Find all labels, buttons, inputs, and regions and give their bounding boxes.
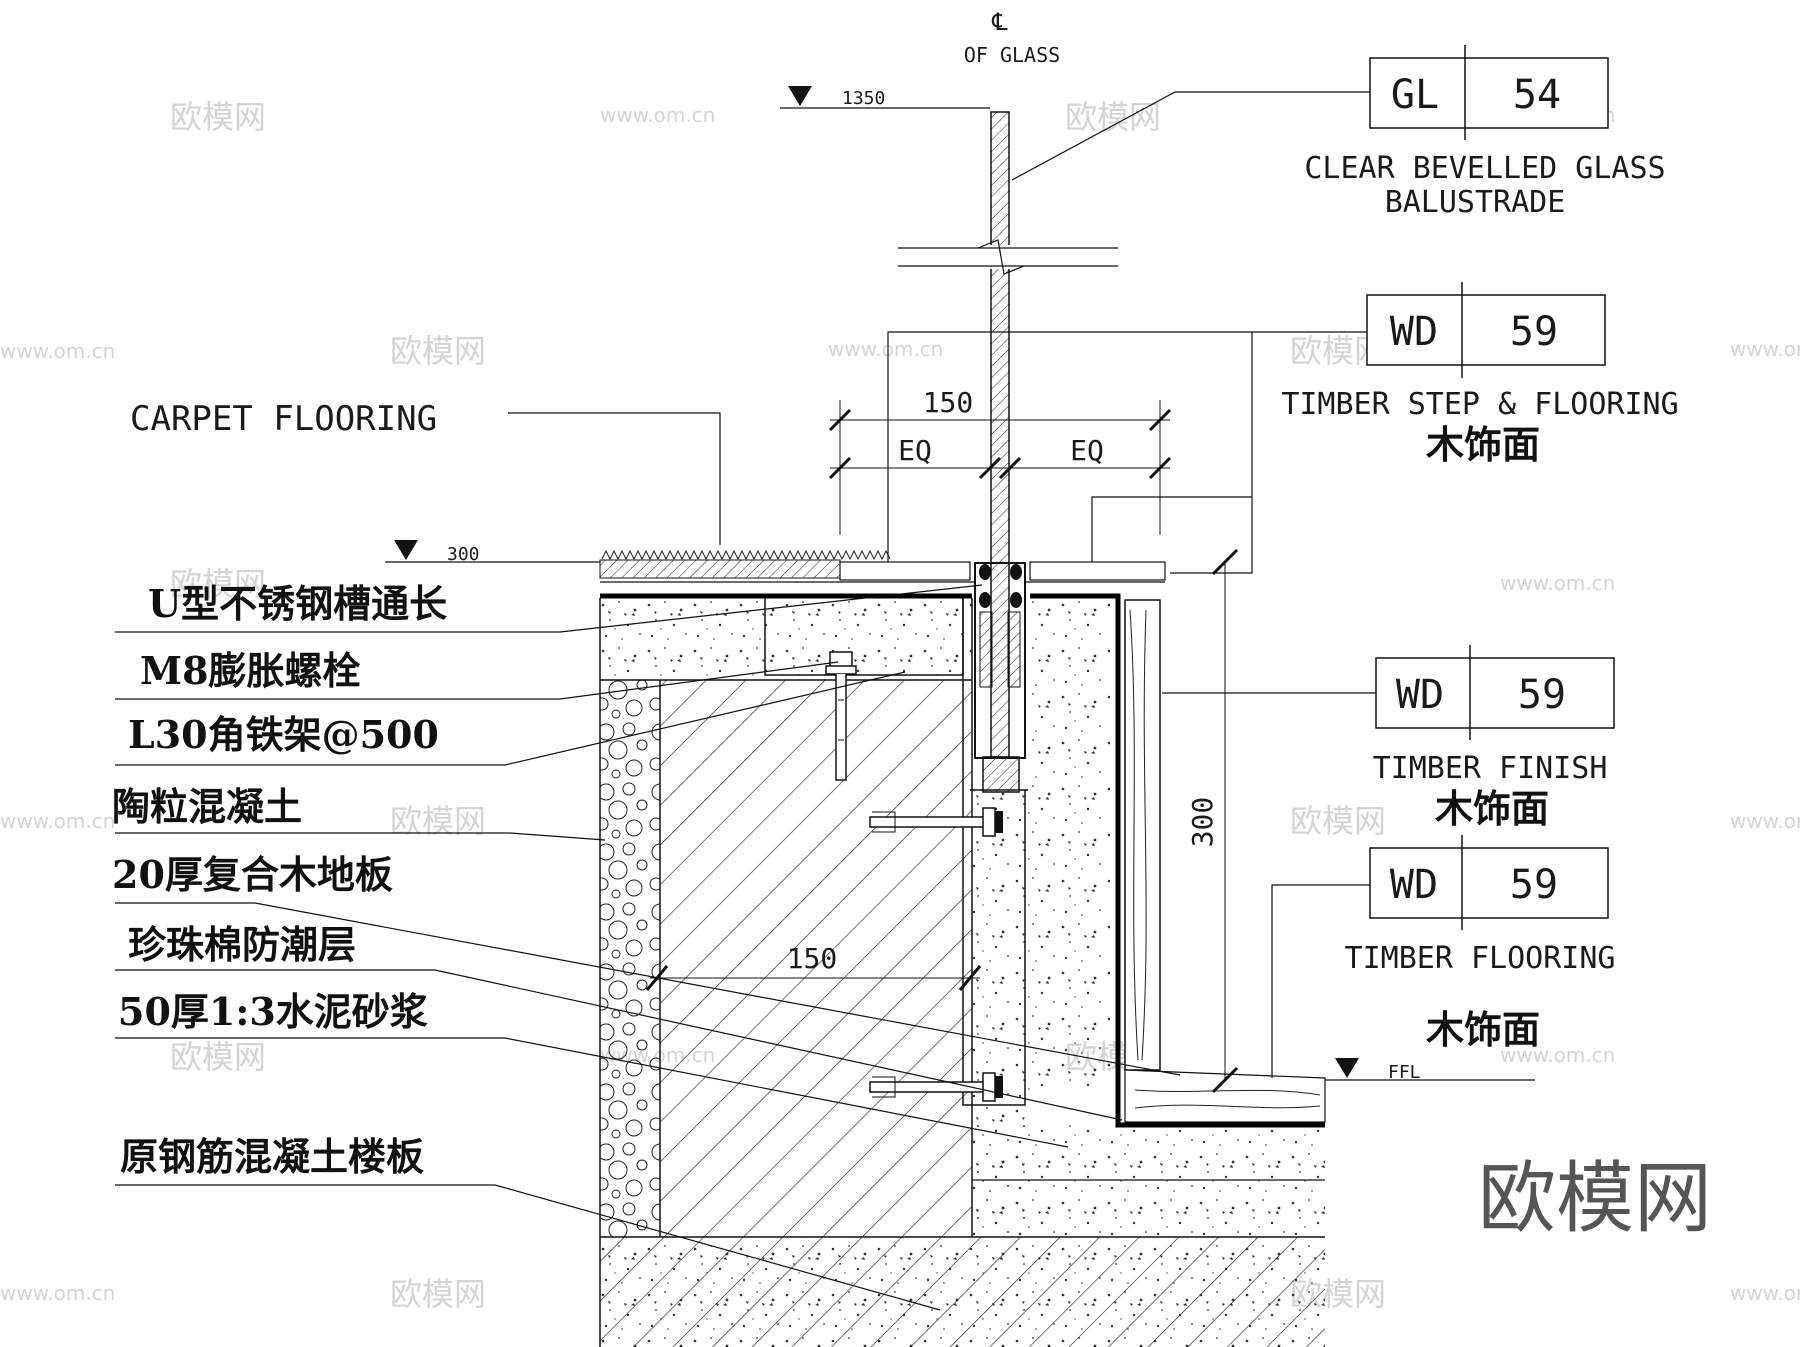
- rc-slab-aggregate: [600, 1237, 1325, 1347]
- glass-setting-block: [982, 756, 1020, 793]
- tag-desc2: BALUSTRADE: [1385, 185, 1566, 220]
- label-angle-bracket: L30角铁架@500: [128, 712, 439, 757]
- level-1350: 1350: [842, 88, 885, 109]
- tag-number: 59: [1510, 309, 1558, 355]
- tag-number: 54: [1513, 72, 1561, 118]
- watermark-url: www.om.cn: [828, 337, 943, 361]
- m8-expansion-bolt-lower: [869, 1072, 1003, 1102]
- tag-code: WD: [1390, 862, 1438, 908]
- watermark-url: www.om.cn: [1500, 571, 1615, 595]
- gasket-icon: [979, 592, 991, 608]
- watermark-small: 欧模网: [390, 1275, 486, 1313]
- watermark-url: www.om.cn: [1500, 1043, 1615, 1067]
- level-300: 300: [447, 544, 480, 565]
- tag-desc-cn: 木饰面: [1426, 1007, 1540, 1052]
- watermark-url: www.om.cn: [600, 103, 715, 127]
- channel-packer-right: [1007, 611, 1021, 688]
- level-ffl: FFL: [1388, 1062, 1421, 1083]
- m8-expansion-bolt-upper: [869, 807, 1003, 837]
- label-composite-floor: 20厚复合木地板: [112, 852, 393, 897]
- timber-step-left: [839, 561, 971, 581]
- dim-eq-left: EQ: [898, 434, 932, 467]
- structure: [599, 111, 1326, 1347]
- dim-inner-150: 150: [787, 942, 838, 975]
- watermark-url: www.om.cn: [0, 339, 115, 363]
- label-cement-mortar: 50厚1:3水泥砂浆: [118, 989, 428, 1034]
- tag-desc: CLEAR BEVELLED GLASS: [1304, 151, 1665, 186]
- dim-top-150: 150: [923, 386, 974, 419]
- tag-wd59-step: WD 59 TIMBER STEP & FLOORING 木饰面: [887, 282, 1679, 574]
- gasket-icon: [1010, 564, 1022, 580]
- label-m8-bolt: M8膨胀螺栓: [140, 648, 361, 693]
- tag-code: WD: [1390, 309, 1438, 355]
- dim-300: 300: [1186, 797, 1219, 848]
- centerline-symbol: ℄: [991, 8, 1008, 36]
- centerline-text: OF GLASS: [964, 43, 1060, 67]
- channel-packer-left: [979, 611, 993, 688]
- timber-riser: [1124, 599, 1161, 1071]
- tag-desc-cn: 木饰面: [1426, 422, 1540, 467]
- tag-gl54: GL 54 CLEAR BEVELLED GLASS BALUSTRADE: [1011, 45, 1666, 220]
- watermark-url: www.om.cn: [0, 809, 115, 833]
- watermark-small: 欧模网: [170, 1038, 266, 1076]
- label-ceramsite: 陶粒混凝土: [112, 784, 302, 829]
- watermark-small: 欧模网: [1290, 802, 1386, 840]
- moisture-barrier: [1030, 593, 1325, 1128]
- watermark-small: 欧模网: [1065, 98, 1161, 136]
- watermark-small: 欧模网: [170, 565, 266, 603]
- level-triangle-icon: [394, 540, 418, 560]
- concrete-riser: [1030, 598, 1110, 1088]
- tag-number: 59: [1518, 672, 1566, 718]
- watermark-small: 欧模网: [390, 802, 486, 840]
- watermark-logo: 欧模网: [1478, 1154, 1712, 1244]
- ceramsite-fill: [600, 680, 660, 1237]
- level-triangle-icon: [788, 86, 812, 106]
- gasket-icon: [979, 564, 991, 580]
- carpet-flooring-label: CARPET FLOORING: [130, 399, 437, 439]
- timber-flooring-lower: [1124, 1069, 1326, 1123]
- label-u-channel: U型不锈钢槽通长: [148, 581, 447, 626]
- tag-code: WD: [1396, 672, 1444, 718]
- lower-screed: [972, 1125, 1325, 1237]
- carpet: [599, 559, 841, 579]
- tag-wd59-finish: WD 59 TIMBER FINISH 木饰面: [1162, 645, 1615, 831]
- concrete-top-band: [600, 598, 972, 680]
- level-markers: 1350 300 FFL: [385, 86, 1535, 1083]
- dim-eq-right: EQ: [1070, 434, 1104, 467]
- m8-expansion-bolt-vertical: [825, 651, 857, 781]
- tag-wd59-flooring: WD 59 TIMBER FLOORING 木饰面: [1271, 835, 1616, 1078]
- tag-desc-cn: 木饰面: [1435, 786, 1549, 831]
- glass-panel: [990, 111, 1010, 758]
- watermark-url: www.om.cn: [1730, 337, 1800, 361]
- watermark-url: www.om.cn: [1730, 809, 1800, 833]
- label-pearl-cotton: 珍珠棉防潮层: [128, 922, 356, 967]
- tag-desc: TIMBER STEP & FLOORING: [1281, 387, 1678, 422]
- watermark-small: 欧模网: [390, 332, 486, 370]
- hatched-infill: [660, 680, 972, 1237]
- label-rc-slab: 原钢筋混凝土楼板: [120, 1134, 424, 1179]
- dimensions: 150 EQ EQ 300 150: [645, 386, 1239, 1094]
- timber-step-right: [1029, 561, 1166, 581]
- material-labels: U型不锈钢槽通长 M8膨胀螺栓 L30角铁架@500 陶粒混凝土 20厚复合木地…: [112, 581, 1181, 1311]
- watermark-url: www.om.cn: [1730, 1281, 1800, 1305]
- tag-desc: TIMBER FINISH: [1373, 751, 1608, 786]
- level-triangle-icon: [1335, 1058, 1359, 1078]
- watermark-url: www.om.cn: [0, 1281, 115, 1305]
- gasket-icon: [1010, 592, 1022, 608]
- tag-desc: TIMBER FLOORING: [1345, 941, 1616, 976]
- tag-code: GL: [1391, 72, 1439, 118]
- tag-number: 59: [1510, 862, 1558, 908]
- watermark-small: 欧模网: [170, 98, 266, 136]
